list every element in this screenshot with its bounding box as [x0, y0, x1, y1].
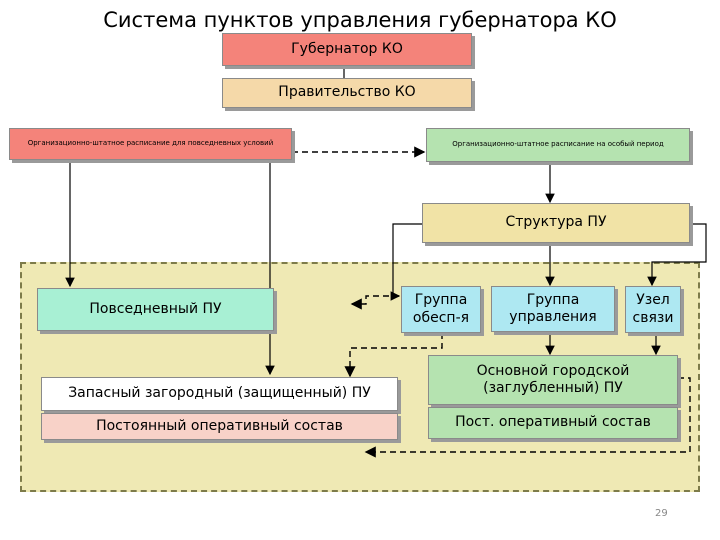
- main-staff-box: Пост. оперативный состав: [428, 407, 678, 439]
- governor-box: Губернатор КО: [222, 33, 472, 66]
- staff-everyday-box: Организационно-штатное расписание для по…: [9, 128, 292, 160]
- structure-box: Структура ПУ: [422, 203, 690, 243]
- page-title: Система пунктов управления губернатора К…: [103, 8, 617, 32]
- everyday-pu-box: Повседневный ПУ: [37, 288, 274, 331]
- staff-special-box: Организационно-штатное расписание на осо…: [426, 128, 690, 162]
- dashed-to-reserve-pu: [344, 333, 443, 378]
- control-group-box: Группа управления: [491, 286, 615, 332]
- permanent-staff-box: Постоянный оперативный состав: [41, 413, 398, 440]
- comm-node-box: Узел связи: [625, 286, 681, 333]
- arrow-to-comm-node: [647, 223, 707, 287]
- dashed-loop-right: [364, 377, 691, 458]
- government-box: Правительство КО: [222, 78, 472, 108]
- main-pu-box: Основной городской (заглубленный) ПУ: [428, 355, 678, 405]
- page-number: 29: [655, 508, 668, 519]
- dashed-to-everyday-pu: [350, 295, 399, 310]
- reserve-pu-box: Запасный загородный (защищенный) ПУ: [41, 377, 398, 411]
- support-group-box: Группа обесп-я: [401, 286, 481, 333]
